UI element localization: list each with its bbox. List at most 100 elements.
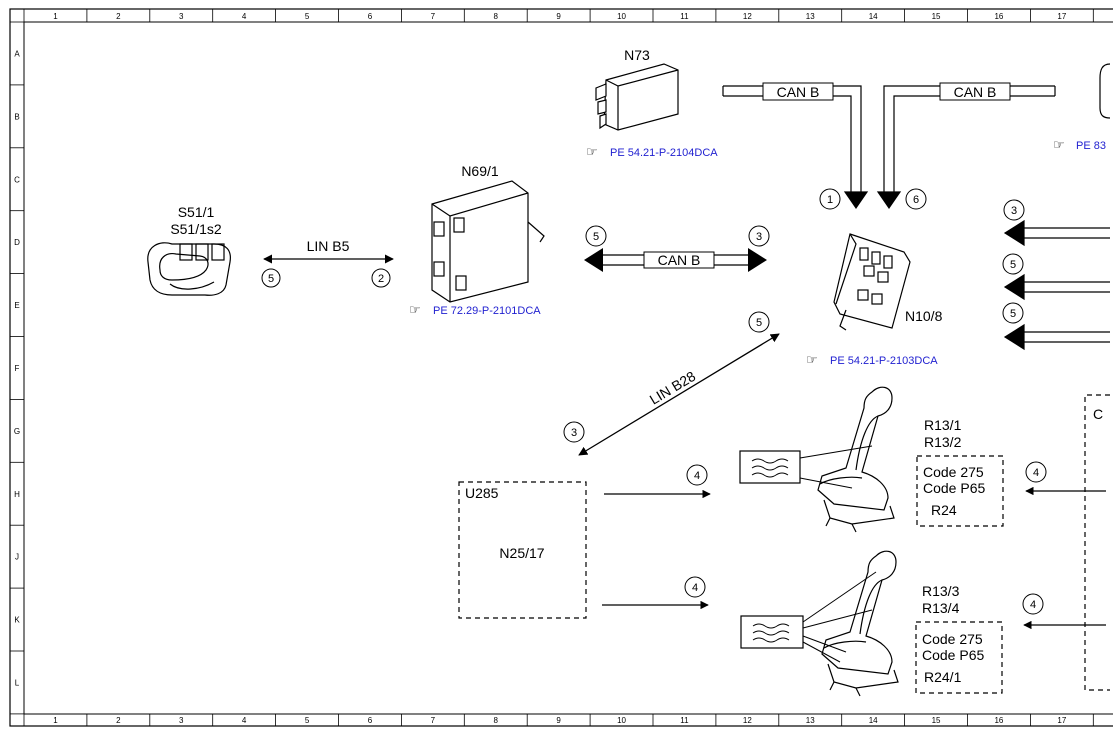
s51-1-seat-adjust-switch: S51/1 S51/1s2 (147, 204, 231, 296)
label-n10-8: N10/8 (905, 308, 943, 324)
grid-column-label: 7 (431, 716, 436, 725)
grid-column-label: 2 (116, 12, 121, 21)
label-code-275: Code 275 (923, 464, 984, 480)
grid-column-label: 16 (994, 716, 1003, 725)
ref-partial: PE 83 (1076, 140, 1106, 152)
grid-row-label: D (14, 238, 20, 247)
label-can-b: CAN B (658, 252, 701, 268)
label-s51-1: S51/1 (178, 204, 215, 220)
drawing-frame (9, 8, 1113, 727)
heating-element-icon (739, 450, 801, 484)
grid-column-label: 17 (1057, 12, 1066, 21)
grid-column-label: 14 (869, 12, 878, 21)
seat-icon (821, 550, 899, 697)
pin-number: 4 (692, 582, 698, 594)
grid-column-label: 12 (743, 716, 752, 725)
pin-number: 3 (756, 231, 762, 243)
label-r24: R24 (931, 502, 957, 518)
label-n73: N73 (624, 47, 650, 63)
grid-column-label: 12 (743, 12, 752, 21)
grid-column-label: 7 (431, 12, 436, 21)
n10-8-sam-control-unit: N10/8 ☞ PE 54.21-P-2103DCA (806, 233, 943, 368)
seat-icon (817, 386, 895, 533)
grid-column-label: 14 (869, 716, 878, 725)
grid-column-label: 11 (680, 12, 689, 21)
seat-heater-lower: R13/3 R13/4 Code 275 Code P65 R24/1 (740, 550, 1003, 697)
ref-n69-1: PE 72.29-P-2101DCA (433, 305, 541, 317)
grid-column-label: 2 (116, 716, 121, 725)
grid-column-label: 4 (242, 12, 247, 21)
grid-column-label: 8 (494, 716, 499, 725)
grid-row-label: H (14, 490, 20, 499)
pin-number: 5 (756, 317, 762, 329)
can-b-top-bus (722, 85, 1056, 210)
grid-column-label: 6 (368, 12, 373, 21)
hand-icon: ☞ (586, 145, 598, 160)
n69-1-control-unit: N69/1 ☞ PE 72.29-P-2101DCA (409, 163, 545, 318)
grid-column-label: 10 (617, 12, 626, 21)
label-can-b-top-left: CAN B (777, 84, 820, 100)
grid-column-label: 15 (932, 716, 941, 725)
label-n69-1: N69/1 (461, 163, 499, 179)
grid-column-label: 8 (494, 12, 499, 21)
label-r24-1: R24/1 (924, 669, 962, 685)
grid-column-label: 5 (305, 716, 310, 725)
ref-n10-8: PE 54.21-P-2103DCA (830, 355, 938, 367)
label-u285: U285 (465, 485, 499, 501)
label-code-p65: Code P65 (922, 647, 984, 663)
n73-module: N73 ☞ PE 54.21-P-2104DCA (586, 47, 718, 160)
pin-number: 4 (1030, 599, 1036, 611)
label-r13-2: R13/2 (924, 434, 962, 450)
partial-module-right: ☞ PE 83 (1053, 63, 1111, 153)
u285-n25-17-box: U285 N25/17 (458, 481, 587, 619)
grid-column-label: 5 (305, 12, 310, 21)
hand-icon: ☞ (409, 303, 421, 318)
lin-b5-bus: LIN B5 5 2 (261, 238, 394, 288)
grid-row-label: F (15, 364, 20, 373)
grid-column-label: 9 (556, 12, 561, 21)
pin-number: 1 (827, 194, 833, 206)
hand-icon: ☞ (1053, 138, 1065, 153)
grid-column-ruler: 1122334455667788991010111112121313141415… (23, 9, 1094, 726)
lin-b28-bus: LIN B28 5 3 (563, 311, 780, 456)
pin-number: 5 (1010, 308, 1016, 320)
label-n25-17: N25/17 (499, 545, 544, 561)
grid-column-label: 13 (806, 12, 815, 21)
grid-row-label: K (14, 616, 20, 625)
pin-number: 2 (378, 273, 384, 285)
heating-element-icon (740, 615, 804, 649)
grid-row-label: E (14, 301, 19, 310)
grid-column-label: 17 (1057, 716, 1066, 725)
ref-n73: PE 54.21-P-2104DCA (610, 147, 718, 159)
grid-column-label: 9 (556, 716, 561, 725)
can-b-link: CAN B 5 3 (584, 225, 770, 272)
ezs-module-icon (595, 63, 679, 131)
grid-row-label: G (14, 427, 20, 436)
grid-column-label: 16 (994, 12, 1003, 21)
label-code-275: Code 275 (922, 631, 983, 647)
pin-number: 5 (1010, 259, 1016, 271)
grid-column-label: 13 (806, 716, 815, 725)
grid-column-label: 1 (53, 716, 58, 725)
label-lin-b5: LIN B5 (307, 238, 350, 254)
control-module-icon (431, 180, 545, 303)
label-r13-1: R13/1 (924, 417, 962, 433)
grid-column-label: 10 (617, 716, 626, 725)
pin-number: 6 (913, 194, 919, 206)
pin-number: 4 (694, 470, 700, 482)
right-dashed-unit: C 4 4 (1022, 394, 1110, 691)
seat-heater-outputs: 4 4 (602, 464, 711, 610)
pin-number: 5 (593, 231, 599, 243)
label-can-b-top-right: CAN B (954, 84, 997, 100)
pin-number: 5 (268, 273, 274, 285)
label-r13-3: R13/3 (922, 583, 960, 599)
seat-switch-icon (147, 242, 231, 296)
grid-row-label: J (15, 553, 19, 562)
label-right-unit: C (1093, 406, 1103, 422)
grid-column-label: 1 (53, 12, 58, 21)
label-r13-4: R13/4 (922, 600, 960, 616)
pin-number: 3 (1011, 205, 1017, 217)
right-incoming-signals (1003, 219, 1110, 351)
